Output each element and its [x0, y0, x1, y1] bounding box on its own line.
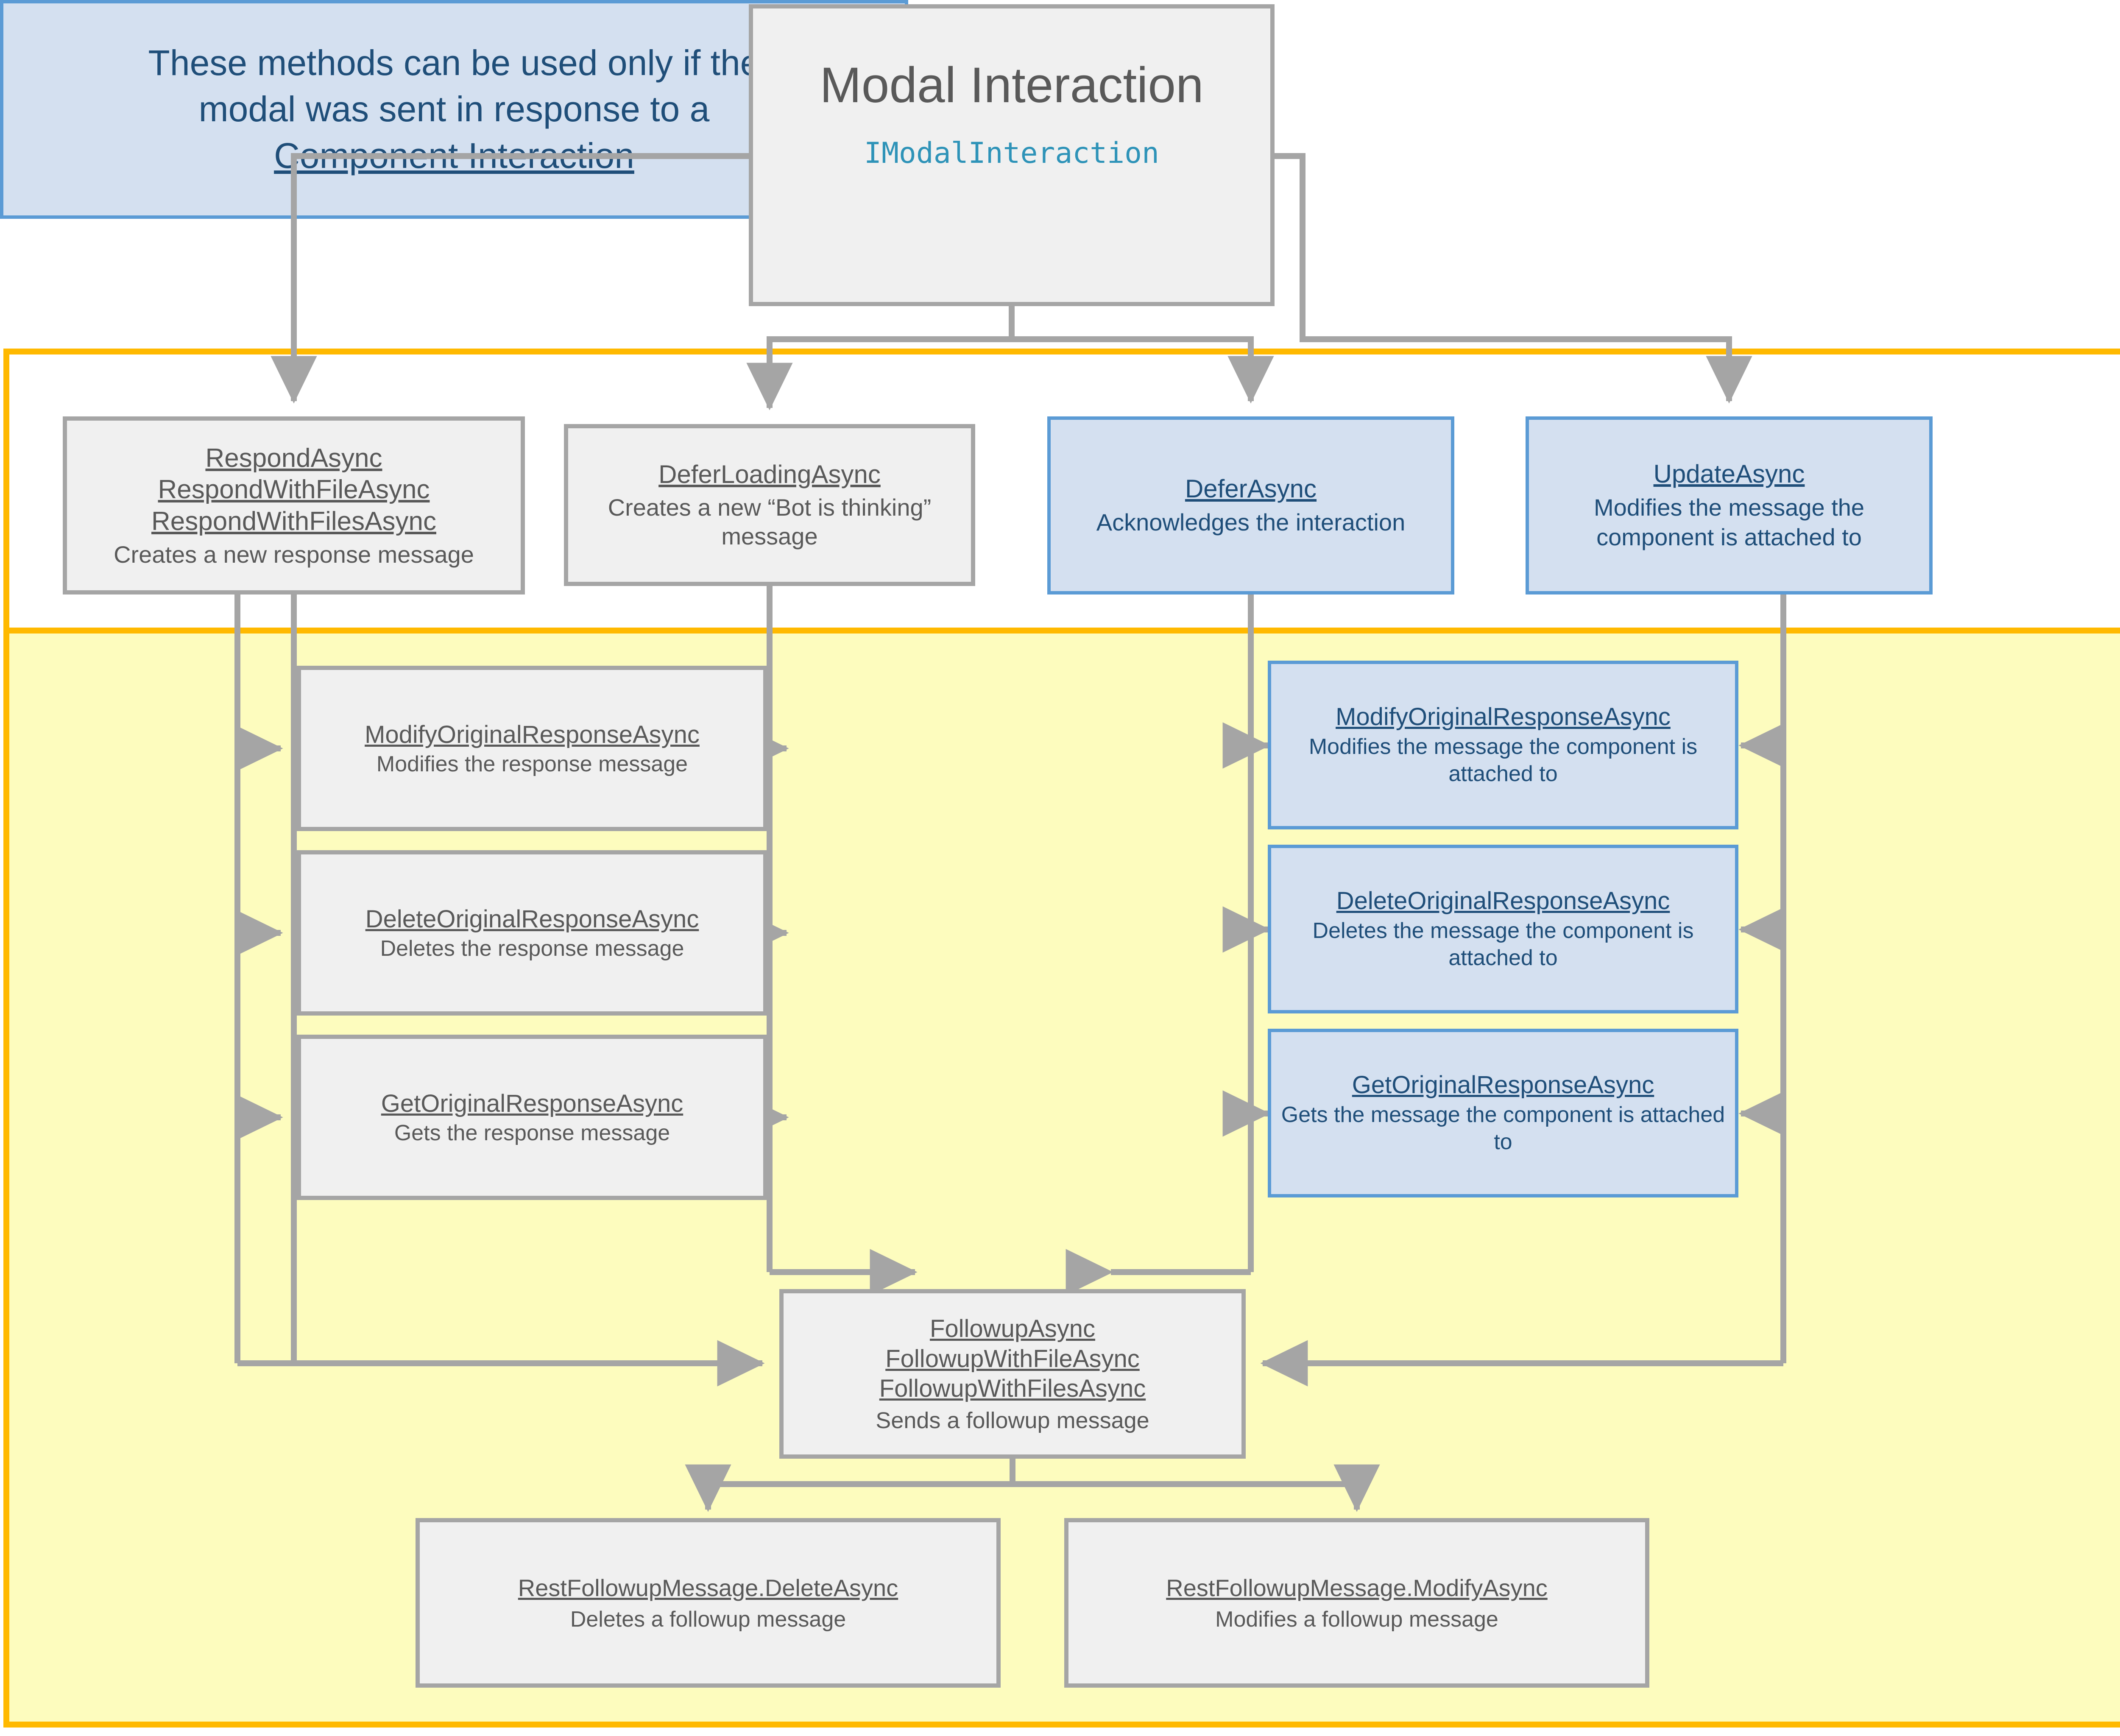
method-title: DeferLoadingAsync [658, 460, 881, 488]
method-title: RespondAsync [205, 443, 382, 473]
info-line-1: These methods can be used only if the [148, 43, 760, 83]
method-title: UpdateAsync [1653, 460, 1805, 488]
legend-line: after sending an initial response [1883, 740, 2120, 773]
legend-title: Followup methods [1883, 670, 2120, 708]
legend-initial-response: Initial Response methods Has to be execu… [1891, 402, 2120, 536]
root-interface-name: IModalInteraction [864, 136, 1159, 170]
legend-note: interaction token’s lifetime [1883, 804, 2120, 837]
method-title: RespondWithFilesAsync [151, 506, 436, 536]
method-description: Creates a new “Bot is thinking” message [608, 494, 932, 550]
method-title: ModifyOriginalResponseAsync [1336, 703, 1671, 731]
node-get-original-response-async-gray[interactable]: GetOriginalResponseAsync Gets the respon… [297, 1035, 767, 1200]
method-title: DeleteOriginalResponseAsync [365, 905, 699, 933]
node-delete-original-response-async-blue[interactable]: DeleteOriginalResponseAsync Deletes the … [1268, 845, 1738, 1013]
legend-line: Can be used in 15 minutes [1883, 708, 2120, 740]
method-title: RestFollowupMessage.ModifyAsync [1166, 1574, 1548, 1601]
method-description: Deletes the message the component is att… [1312, 918, 1694, 970]
method-description: Deletes the response message [380, 936, 684, 961]
node-delete-original-response-async-gray[interactable]: DeleteOriginalResponseAsync Deletes the … [297, 850, 767, 1016]
legend-title: Initial Response methods [1891, 402, 2120, 440]
legend-line: Has to be executed in 3 seconds [1891, 440, 2120, 472]
legend-note: Can be used multiple times during [1883, 773, 2120, 805]
node-rest-followup-message-modify-async[interactable]: RestFollowupMessage.ModifyAsync Modifies… [1064, 1518, 1649, 1688]
component-interaction-link[interactable]: Component Interaction [274, 135, 634, 176]
node-update-async[interactable]: UpdateAsync Modifies the message the com… [1526, 416, 1933, 594]
node-respond-async[interactable]: RespondAsync RespondWithFileAsync Respon… [63, 416, 525, 594]
node-modal-interaction[interactable]: Modal Interaction IModalInteraction [749, 4, 1275, 306]
method-title: FollowupAsync [929, 1315, 1096, 1342]
method-description: Modifies the message the component is at… [1593, 494, 1865, 550]
node-get-original-response-async-blue[interactable]: GetOriginalResponseAsync Gets the messag… [1268, 1029, 1738, 1197]
legend-note: Can be used only ones per interaction [1891, 505, 2120, 537]
method-title: DeferAsync [1185, 474, 1317, 503]
node-modify-original-response-async-gray[interactable]: ModifyOriginalResponseAsync Modifies the… [297, 666, 767, 831]
method-description: Modifies a followup message [1215, 1607, 1498, 1632]
legend-line: after receiving the interaction [1891, 472, 2120, 505]
method-title: GetOriginalResponseAsync [1352, 1071, 1654, 1099]
node-rest-followup-message-delete-async[interactable]: RestFollowupMessage.DeleteAsync Deletes … [416, 1518, 1001, 1688]
node-modify-original-response-async-blue[interactable]: ModifyOriginalResponseAsync Modifies the… [1268, 661, 1738, 829]
node-defer-loading-async[interactable]: DeferLoadingAsync Creates a new “Bot is … [564, 424, 975, 586]
method-description: Modifies the message the component is at… [1308, 734, 1698, 786]
legend-followup: Followup methods Can be used in 15 minut… [1883, 670, 2120, 837]
method-description: Modifies the response message [376, 751, 688, 776]
method-title: RestFollowupMessage.DeleteAsync [518, 1574, 898, 1601]
info-line-2: modal was sent in response to a [198, 89, 710, 129]
method-title: FollowupWithFilesAsync [879, 1375, 1146, 1403]
method-description: Sends a followup message [876, 1408, 1149, 1434]
root-title: Modal Interaction [820, 57, 1204, 113]
method-title: DeleteOriginalResponseAsync [1336, 887, 1670, 915]
method-title: ModifyOriginalResponseAsync [365, 720, 700, 748]
node-defer-async[interactable]: DeferAsync Acknowledges the interaction [1047, 416, 1454, 594]
method-title: GetOriginalResponseAsync [381, 1089, 683, 1117]
method-description: Creates a new response message [114, 541, 474, 568]
method-title: FollowupWithFileAsync [885, 1345, 1140, 1373]
method-description: Gets the message the component is attach… [1281, 1102, 1725, 1154]
method-description: Deletes a followup message [570, 1607, 846, 1632]
method-description: Acknowledges the interaction [1096, 508, 1406, 536]
node-followup-async[interactable]: FollowupAsync FollowupWithFileAsync Foll… [779, 1289, 1246, 1459]
method-title: RespondWithFileAsync [158, 475, 430, 505]
method-description: Gets the response message [394, 1120, 670, 1145]
